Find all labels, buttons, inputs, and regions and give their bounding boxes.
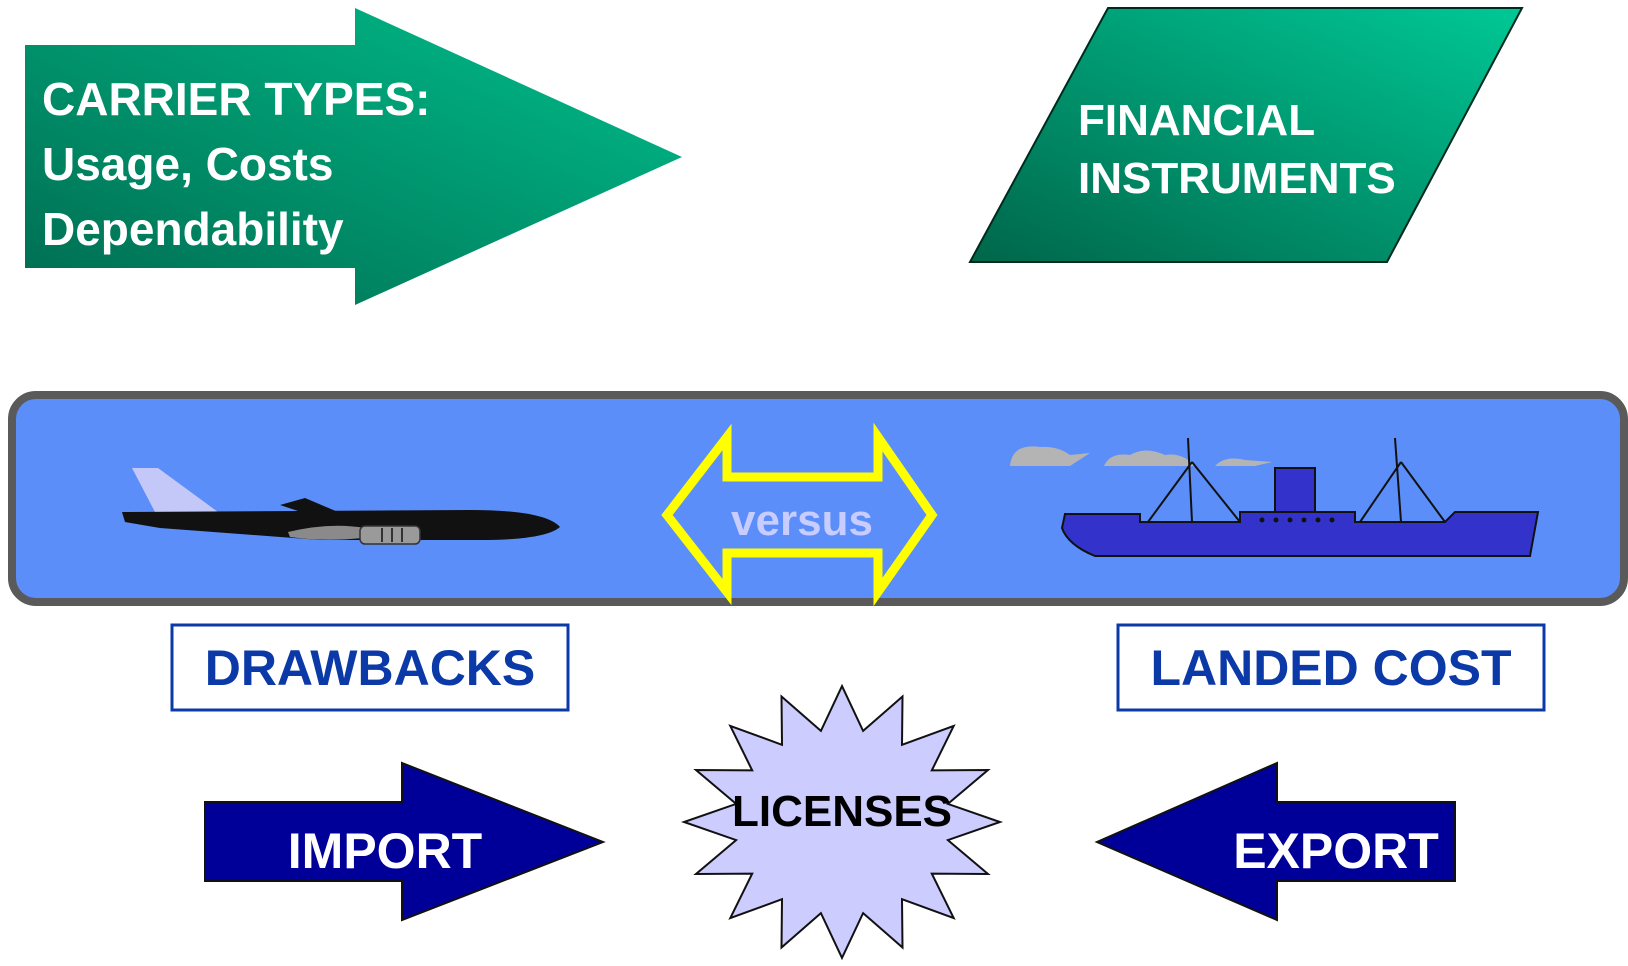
carrier-types-line-1: CARRIER TYPES: xyxy=(42,73,430,125)
import-arrow: IMPORT xyxy=(204,761,606,922)
transport-band: versus xyxy=(8,391,1628,607)
carrier-types-line-3: Dependability xyxy=(42,203,344,255)
drawbacks-box: DRAWBACKS xyxy=(170,623,570,712)
financial-instruments-line-2: INSTRUMENTS xyxy=(1078,154,1396,203)
drawbacks-label: DRAWBACKS xyxy=(205,640,536,696)
clouds-icon xyxy=(1010,446,1272,466)
financial-instruments-box: FINANCIAL INSTRUMENTS xyxy=(968,7,1524,263)
licenses-label: LICENSES xyxy=(732,787,952,836)
import-label: IMPORT xyxy=(288,823,482,879)
airplane-icon xyxy=(122,468,560,545)
cargo-ship-icon xyxy=(1060,437,1540,557)
landed-cost-label: LANDED COST xyxy=(1150,640,1511,696)
carrier-types-line-2: Usage, Costs xyxy=(42,138,333,190)
landed-cost-box: LANDED COST xyxy=(1116,623,1546,712)
export-label: EXPORT xyxy=(1233,823,1439,879)
licenses-starburst: LICENSES xyxy=(680,683,1004,961)
versus-label: versus xyxy=(731,496,873,545)
carrier-types-arrow: CARRIER TYPES: Usage, Costs Dependabilit… xyxy=(25,8,682,305)
versus-double-arrow: versus xyxy=(661,422,938,607)
export-arrow: EXPORT xyxy=(1094,761,1456,922)
financial-instruments-line-1: FINANCIAL xyxy=(1078,96,1315,145)
